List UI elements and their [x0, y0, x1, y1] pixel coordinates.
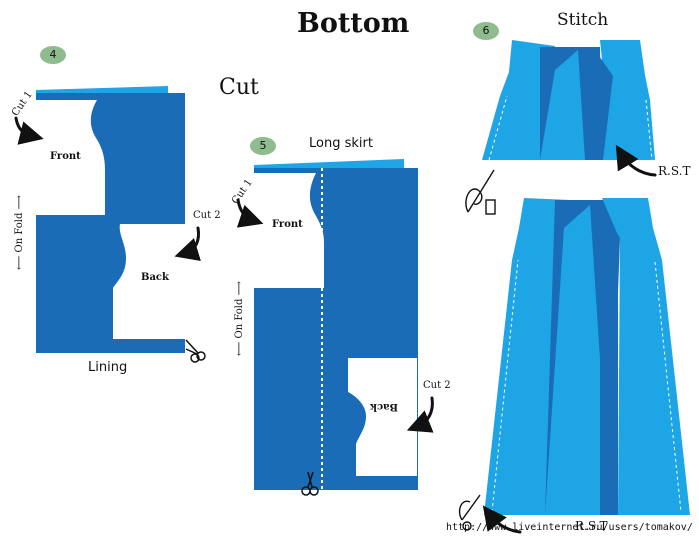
panel5-fabric: [254, 159, 418, 490]
cut-arrows: [14, 116, 657, 534]
stitch-heading: Stitch: [557, 10, 609, 30]
front-label-4: Front: [50, 151, 81, 162]
on-fold-label-4: ⟵ On Fold ⟶: [14, 195, 25, 270]
back-label-4: Back: [141, 272, 169, 283]
back-label-5: Back: [370, 401, 398, 412]
back-piece: [113, 224, 185, 339]
scissors-icon: [185, 339, 206, 363]
cut1-arrow-4: [14, 116, 44, 145]
cut2-arrow-5: [406, 396, 434, 433]
front-label-5: Front: [272, 219, 303, 230]
scissors-icon: [301, 471, 319, 496]
cut2-label-5: Cut 2: [423, 380, 451, 391]
page-title: Bottom: [297, 8, 410, 39]
cut-heading: Cut: [219, 75, 259, 100]
cut2-arrow-4: [174, 226, 201, 262]
long-skirt-title: Long skirt: [309, 136, 373, 151]
panel6-top-vest: [482, 40, 655, 161]
cut2-label-4: Cut 2: [193, 210, 221, 221]
back-piece-5: [348, 358, 417, 476]
front-piece-5: [254, 173, 324, 288]
cut1-arrow-5: [236, 198, 264, 228]
rst-label-bottom: R.S.T: [575, 519, 608, 533]
source-url: http://www.liveinternet.ru/users/tomakov…: [446, 522, 693, 533]
step-badge-4: 4: [40, 46, 66, 64]
panel6-bottom-vest: [484, 198, 690, 515]
rst-label-top: R.S.T: [658, 164, 691, 178]
front-piece: [36, 100, 105, 215]
needle-thread-icon: [458, 494, 481, 531]
needle-thread-icon: [465, 169, 496, 215]
panel4-fabric: [36, 86, 185, 353]
lining-caption: Lining: [88, 360, 128, 375]
rst-arrow-bottom: [482, 505, 522, 534]
on-fold-label-5: ⟵ On Fold ⟶: [234, 281, 245, 356]
step-badge-5: 5: [250, 137, 276, 155]
step-badge-6: 6: [473, 22, 499, 40]
rst-arrow-top: [615, 144, 657, 177]
